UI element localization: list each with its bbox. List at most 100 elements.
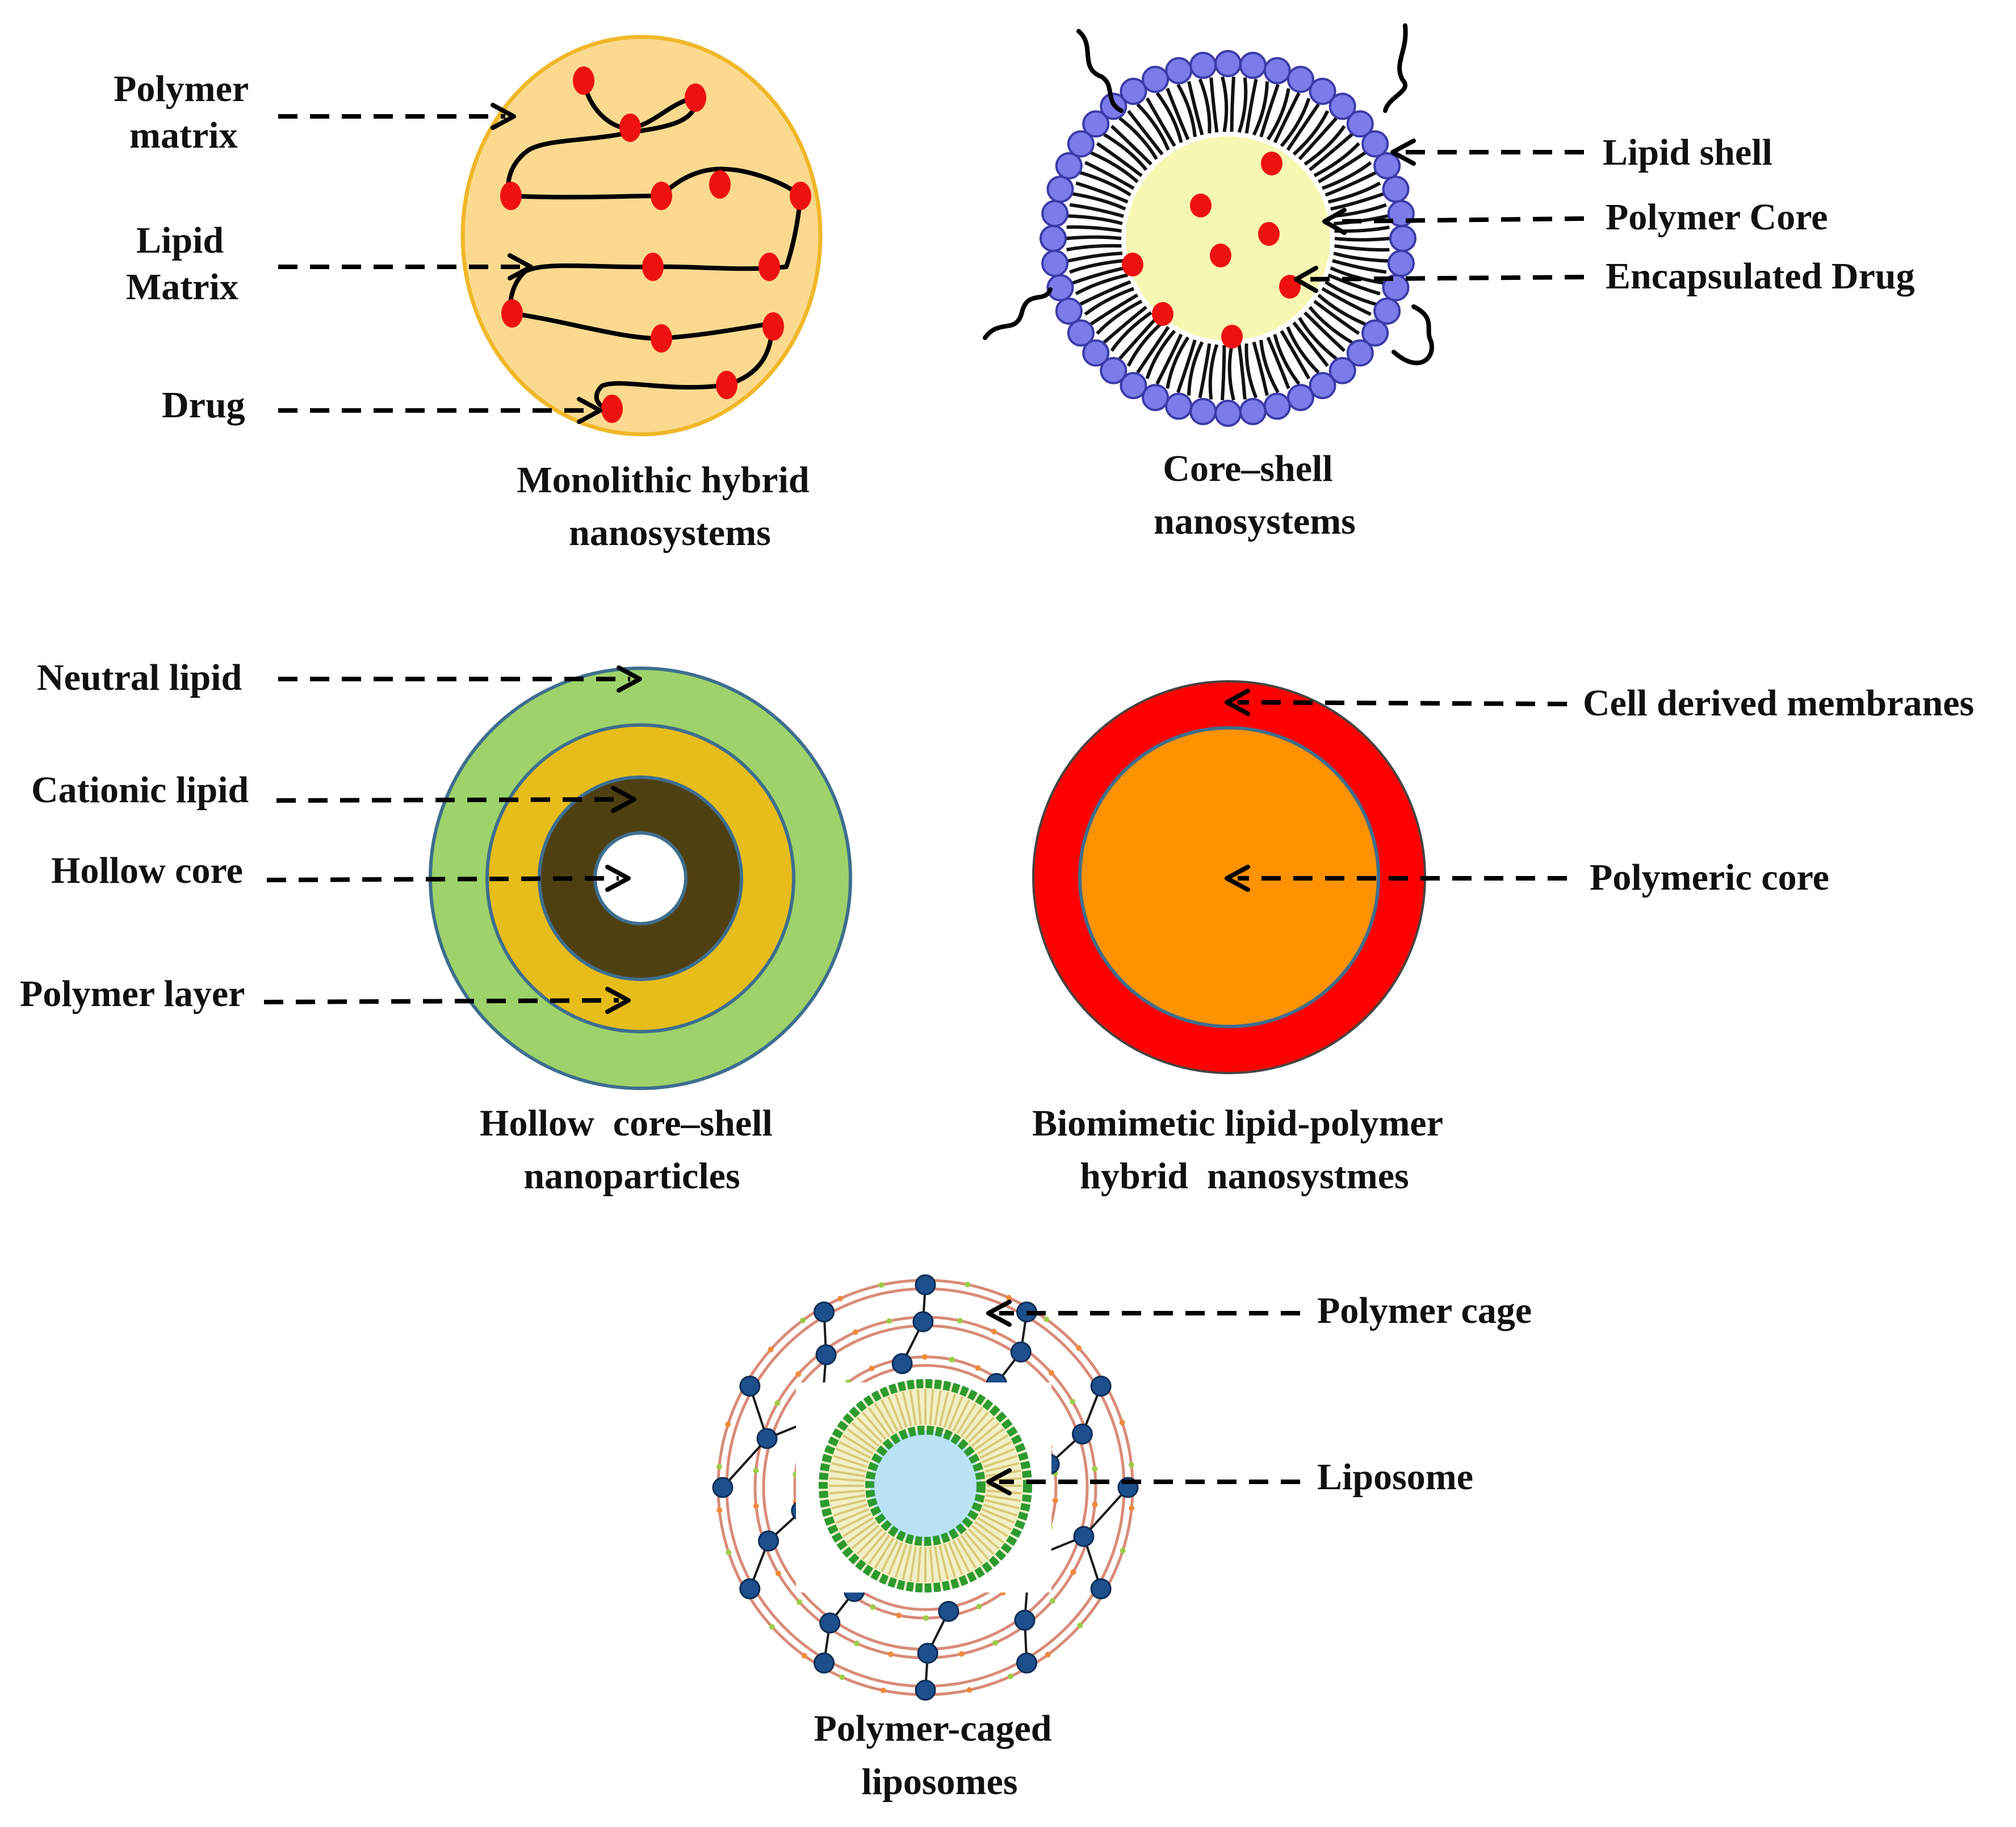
arrow-polymer-layer — [263, 987, 631, 1014]
label-polymer-layer: Polymer layer — [20, 973, 245, 1015]
bilayer-tail — [952, 1540, 970, 1573]
cage-small-dot — [1092, 1501, 1098, 1507]
cage-small-dot — [992, 1640, 999, 1646]
cage-node — [739, 1578, 761, 1599]
label-lipid-matrix-line2: Matrix — [126, 266, 238, 308]
lipid-tail — [1079, 171, 1131, 197]
lipid-head — [1040, 225, 1067, 252]
lipid-head — [1041, 200, 1069, 228]
bilayer-tail — [846, 1428, 877, 1451]
bilayer-tail — [984, 1462, 1020, 1473]
cage-node — [815, 1344, 837, 1365]
lipid-tail — [1313, 300, 1360, 335]
bilayer-tail — [916, 1547, 922, 1582]
lipid-head — [1328, 93, 1356, 120]
bilayer-tail — [833, 1503, 867, 1517]
cage-small-dot — [1045, 1652, 1051, 1658]
lipid-tail — [1266, 337, 1290, 389]
lipid-tail — [1067, 252, 1122, 263]
arrow-polymer-cage — [986, 1300, 1300, 1327]
cage-node — [1071, 1423, 1093, 1445]
lipid-tail — [1118, 316, 1158, 360]
monolithic-panel: Polymer matrix Lipid Matrix Drug Monolit… — [114, 35, 823, 554]
lipid-tail — [1304, 311, 1346, 353]
bilayer-tail — [948, 1542, 963, 1575]
bilayer-tail — [967, 1417, 995, 1444]
lipid-tail — [1103, 133, 1148, 171]
cage-small-dot — [949, 1356, 955, 1363]
cage-node — [1090, 1376, 1112, 1397]
label-cationic-lipid: Cationic lipid — [31, 769, 249, 811]
arrow-lipid-matrix — [278, 253, 533, 280]
bilayer-tail — [916, 1389, 922, 1425]
cage-small-dot — [775, 1570, 781, 1577]
peg-chains — [983, 23, 1434, 366]
bilayer-tail — [894, 1393, 908, 1428]
lipid-tail — [1075, 273, 1129, 296]
lipid-tail — [1096, 142, 1143, 177]
bilayer-tail — [982, 1508, 1015, 1524]
lipid-tail — [1198, 343, 1212, 399]
arrow-hollow-core — [266, 865, 631, 892]
title-core-shell-line1: Core–shell — [1163, 448, 1332, 489]
arrow-liposome — [986, 1468, 1300, 1495]
cage-small-dot — [1048, 1370, 1054, 1376]
cage-node — [938, 1600, 959, 1622]
cage-small-dot — [753, 1503, 759, 1509]
lipid-tail — [1286, 103, 1320, 151]
label-encapsulated-drug: Encapsulated Drug — [1606, 255, 1915, 297]
lipid-tail — [1072, 266, 1126, 285]
cage-small-dot — [795, 1371, 802, 1377]
title-hollow-line1: Hollow core–shell — [480, 1103, 773, 1144]
lipid-tail — [1237, 344, 1247, 400]
bilayer-tail — [943, 1544, 957, 1578]
bilayer-tail — [862, 1531, 887, 1560]
lipid-head — [1328, 357, 1356, 384]
lipid-tail — [1259, 83, 1280, 138]
lipid-head — [1373, 152, 1401, 180]
bilayer-tail — [956, 1403, 977, 1434]
cage-link — [722, 1438, 768, 1489]
label-polymer-matrix-line2: matrix — [129, 115, 238, 156]
lipid-head — [1286, 384, 1314, 412]
cage-small-dot — [1129, 1505, 1135, 1511]
lipid-tail — [1096, 299, 1143, 335]
lipid-tail — [1069, 203, 1124, 218]
cage-small-dot — [797, 1599, 803, 1605]
lipid-head — [1373, 297, 1401, 325]
bilayer-tail — [856, 1417, 883, 1444]
lipid-tail — [1325, 171, 1377, 197]
label-polymer-core: Polymer Core — [1606, 196, 1828, 238]
lipid-head — [1263, 57, 1291, 85]
lipid-tail — [1198, 78, 1212, 133]
bilayer-tail — [829, 1477, 865, 1482]
bilayer-tail — [933, 1390, 942, 1426]
bilayer-tail — [986, 1494, 1021, 1502]
liposome — [819, 1379, 1032, 1593]
bilayer-tail — [829, 1494, 865, 1502]
lipid-tail — [1118, 116, 1158, 160]
lipid-tail — [1187, 341, 1204, 396]
bilayer-tail — [977, 1516, 1008, 1537]
lipid-tails — [1066, 76, 1390, 401]
bilayer-tail — [867, 1535, 891, 1565]
label-polymeric-core: Polymeric core — [1590, 857, 1829, 898]
bilayer-tail — [964, 1411, 989, 1440]
label-polymer-cage: Polymer cage — [1317, 1290, 1532, 1331]
lipid-head — [1361, 319, 1389, 347]
lipid-tail — [1176, 83, 1197, 137]
cage-small-dot — [726, 1549, 732, 1556]
bilayer-tail — [902, 1392, 912, 1427]
bilayer-tail — [952, 1399, 970, 1432]
lipid-tail — [1327, 273, 1381, 296]
lipid-tail — [1327, 181, 1381, 204]
lipid-tail — [1309, 133, 1353, 171]
lipid-head — [1055, 152, 1083, 180]
bilayer-tail — [979, 1512, 1012, 1531]
lipid-tail — [1313, 142, 1360, 178]
title-monolithic-line1: Monolithic hybrid — [517, 459, 809, 501]
cage-link — [1083, 1486, 1129, 1537]
lipid-tail — [1155, 92, 1183, 143]
cage-node — [819, 1612, 841, 1634]
